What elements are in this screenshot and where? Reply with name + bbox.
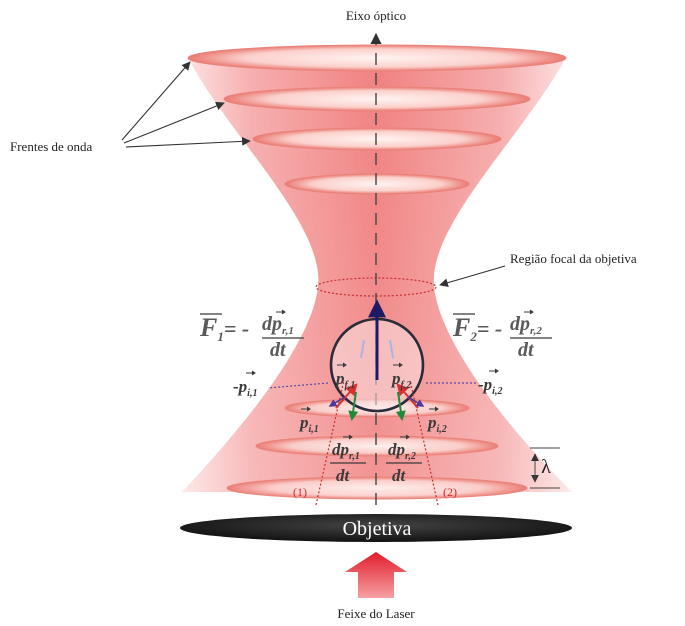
incident-rays (315, 379, 439, 506)
lambda-label: λ (541, 456, 551, 478)
wavefronts-upper (187, 44, 567, 195)
svg-text:dt: dt (336, 466, 351, 485)
optical-axis-label: Eixo óptico (346, 8, 406, 23)
wavefront-ellipse (252, 127, 502, 151)
p-f2-label: pf,2 (390, 369, 411, 391)
dp-r1-fraction: dpr,1 dt (330, 440, 366, 485)
ray1-label: (1) (293, 485, 307, 499)
focal-region-pointer (439, 265, 506, 288)
wavelength-bracket (530, 447, 560, 489)
objective-lens (180, 514, 572, 542)
svg-text:F2= -: F2= - (452, 313, 502, 344)
svg-text:dt: dt (270, 339, 287, 361)
p-f1-label: pf,1 (334, 369, 355, 391)
dp-r2-fraction: dpr,2 dt (386, 440, 422, 485)
laser-input-arrow (345, 552, 407, 598)
negative-momentum-lines (267, 382, 478, 389)
wavefront-ellipse (284, 173, 470, 195)
wavefront-ellipse (255, 435, 499, 457)
ray2-label: (2) (443, 485, 457, 499)
incident-momentum-arrows (335, 383, 419, 409)
svg-text:dt: dt (392, 466, 407, 485)
wavefronts-label: Frentes de onda (10, 139, 93, 154)
p-i1-label: pi,1 (298, 413, 319, 435)
p-i2-label: pi,2 (426, 413, 447, 435)
focal-region-label: Região focal da objetiva (510, 251, 637, 266)
wavefront-ellipse (187, 44, 567, 72)
reflection-arrows (360, 339, 394, 359)
svg-text:F1= -: F1= - (199, 313, 249, 344)
svg-text:dpr,1: dpr,1 (262, 313, 294, 337)
svg-text:dpr,2: dpr,2 (388, 440, 416, 462)
neg-p-i1-label: -pi,1 (233, 377, 257, 399)
objective-label: Objetiva (343, 518, 412, 540)
neg-p-i2-label: -pi,2 (478, 375, 502, 397)
vector-accents (246, 309, 534, 440)
force-equation-2: F2= - dpr,2 dt (452, 313, 552, 361)
scattered-momentum-arrows (328, 396, 425, 407)
svg-text:dt: dt (518, 339, 535, 361)
svg-text:dpr,1: dpr,1 (332, 440, 360, 462)
force-equation-1: F1= - dpr,1 dt (199, 313, 304, 361)
laser-beam-label: Feixe do Laser (337, 606, 415, 621)
wavefront-pointers (121, 61, 251, 148)
wavefront-ellipse (223, 86, 531, 112)
svg-text:dpr,2: dpr,2 (510, 313, 542, 337)
momentum-change-arrows (348, 391, 406, 421)
wavefront-ellipse (226, 476, 528, 500)
